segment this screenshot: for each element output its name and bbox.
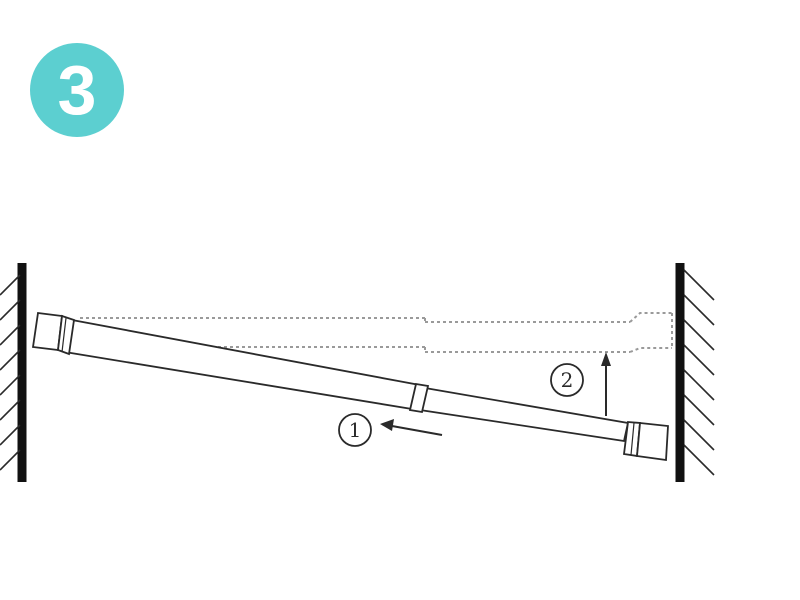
- right-end-cap: [622, 421, 669, 462]
- left-end-cap: [31, 311, 76, 356]
- callout-1: 1: [338, 413, 443, 447]
- rod-target-outline: [80, 312, 673, 353]
- right-wall: [675, 263, 715, 482]
- left-wall: [0, 263, 27, 482]
- callout-1-label: 1: [349, 418, 362, 442]
- arrow-left-icon: [380, 419, 443, 436]
- step-number-badge: 3: [30, 43, 124, 137]
- arrow-up-icon: [601, 352, 611, 416]
- tension-rod: [31, 311, 669, 462]
- callout-2: 2: [550, 352, 611, 416]
- callout-2-label: 2: [561, 368, 574, 392]
